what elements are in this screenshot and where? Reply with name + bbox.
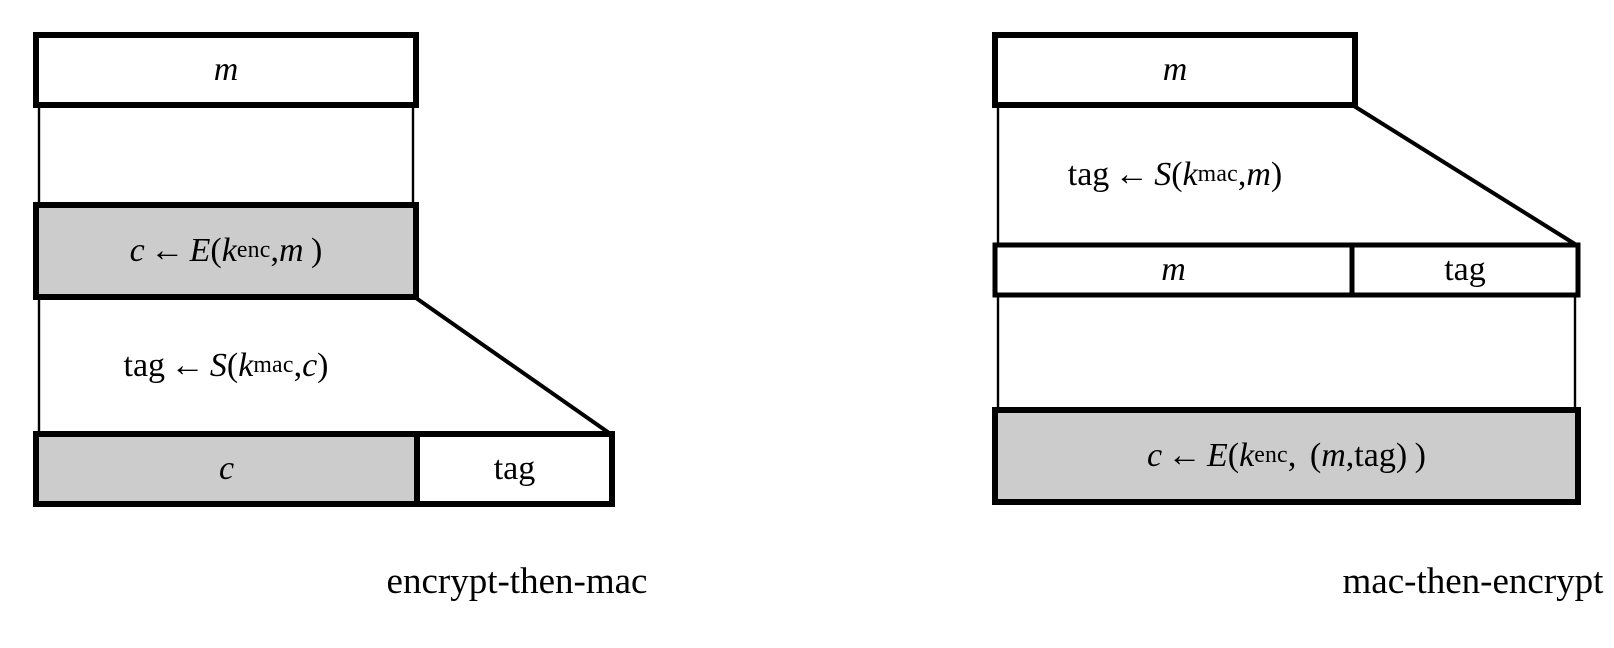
- diagram-mac-then-encrypt: [992, 32, 1581, 505]
- mte-diagonal-connector: [1352, 104, 1580, 248]
- mte-encrypt-box: [992, 407, 1581, 505]
- etm-output-cell-c: [33, 431, 420, 507]
- diagram-encrypt-then-mac: [33, 32, 615, 507]
- mte-intermediate-cell-m: [992, 242, 1355, 298]
- etm-encrypt-box: [33, 202, 419, 300]
- mte-intermediate-cell-tag: [1349, 242, 1581, 298]
- caption-right: mac-then-encrypt: [666, 560, 1614, 603]
- mte-message-box: [992, 32, 1358, 108]
- etm-message-box: [33, 32, 419, 108]
- etm-diagonal-connector: [414, 296, 614, 437]
- caption-right-text: mac-then-encrypt: [1342, 561, 1604, 602]
- caption-left: encrypt-then-mac: [0, 560, 1324, 603]
- etm-output-cell-tag: [414, 431, 615, 507]
- caption-left-text: encrypt-then-mac: [386, 561, 648, 602]
